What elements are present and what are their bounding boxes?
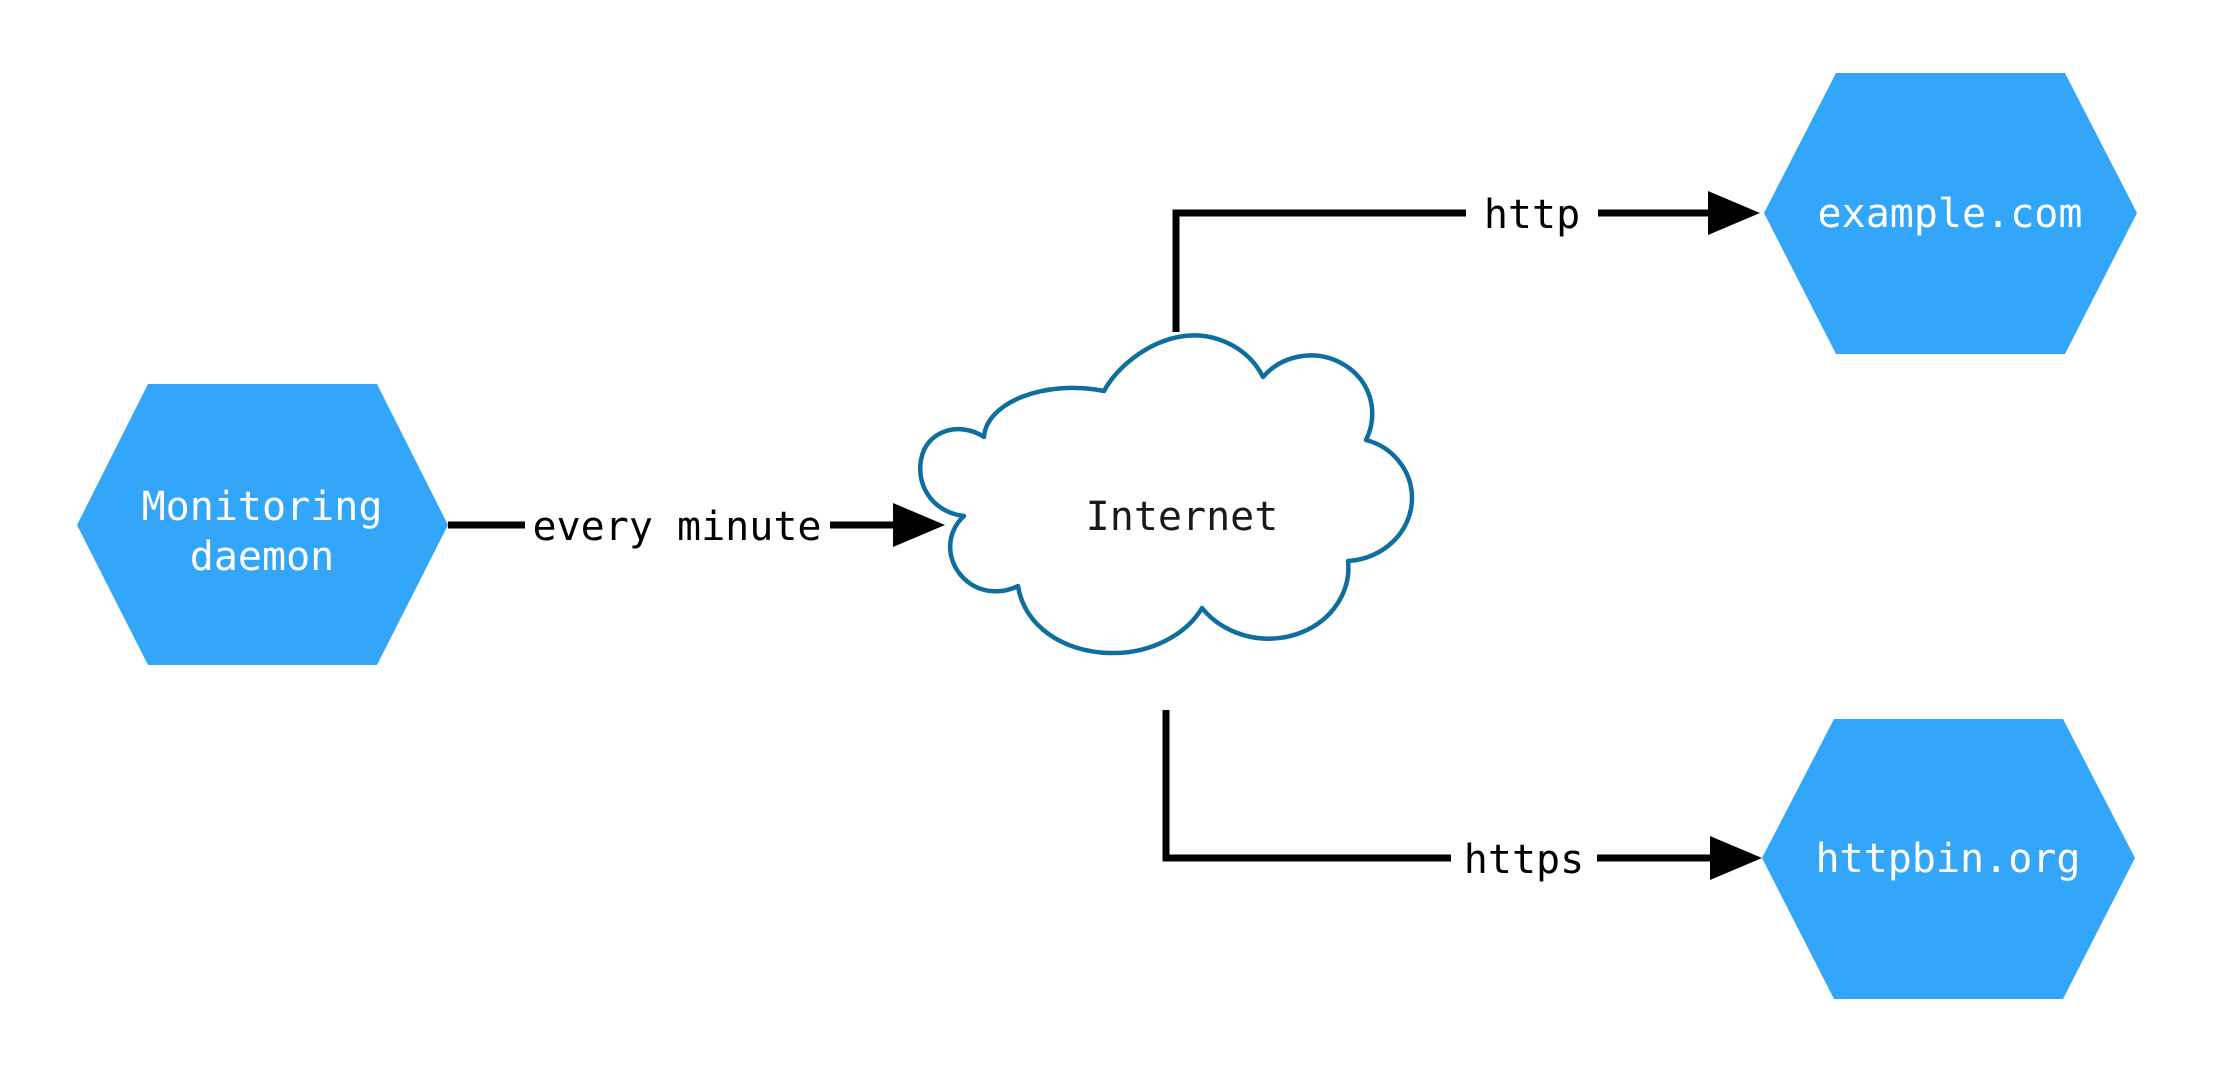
example-com-hexagon-shape[interactable]	[1764, 73, 2137, 354]
monitoring-daemon-hexagon-shape[interactable]	[77, 384, 448, 665]
node-internet[interactable]: Internet	[917, 333, 1415, 656]
edge-internet-httpbin-arrowhead	[1710, 836, 1762, 880]
node-example-com[interactable]: example.com	[1764, 73, 2137, 354]
edge-internet-httpbin: https	[1162, 710, 1762, 883]
node-httpbin-org[interactable]: httpbin.org	[1762, 719, 2135, 999]
node-monitoring-daemon[interactable]: Monitoring daemon	[77, 384, 448, 665]
edge-daemon-internet: every minute	[448, 503, 945, 550]
example-com-label: example.com	[1818, 191, 2083, 237]
internet-label: Internet	[1086, 494, 1279, 540]
edge-internet-example-arrowhead	[1708, 191, 1760, 235]
monitoring-daemon-label-line1: Monitoring	[142, 484, 383, 530]
monitoring-daemon-label-line2: daemon	[190, 534, 335, 580]
edge-label-https: https	[1464, 837, 1584, 883]
edge-internet-httpbin-elbow	[1162, 710, 1451, 862]
internet-cloud-shape[interactable]	[917, 333, 1415, 656]
httpbin-org-hexagon-shape[interactable]	[1762, 719, 2135, 999]
edge-label-every-minute: every minute	[533, 504, 822, 550]
httpbin-org-label: httpbin.org	[1816, 836, 2081, 882]
edge-label-http: http	[1484, 192, 1580, 238]
edge-daemon-internet-arrowhead	[893, 503, 945, 547]
edge-internet-example: http	[1172, 191, 1760, 332]
edge-internet-example-elbow	[1172, 209, 1466, 332]
